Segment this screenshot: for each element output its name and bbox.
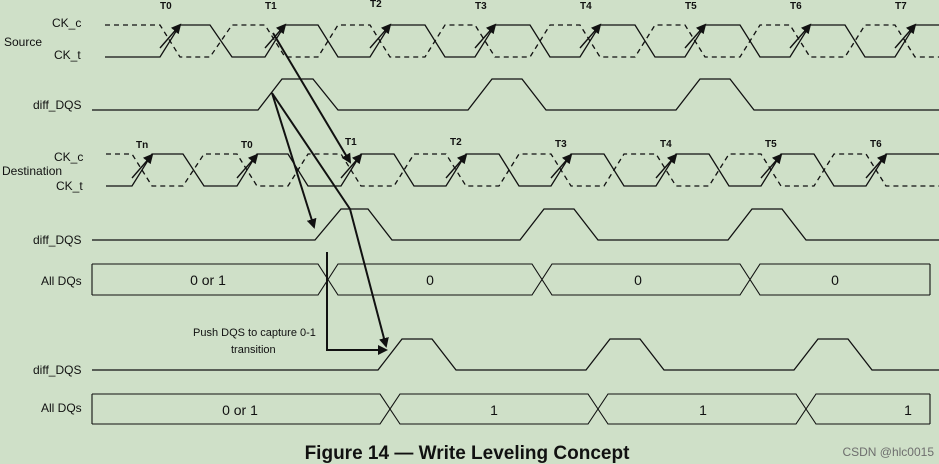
source-tick-t7: T7 <box>895 1 907 12</box>
destination-diff-dqs-waveform <box>92 208 939 241</box>
destination-tick-tn: Tn <box>136 140 148 151</box>
source-tick-t4: T4 <box>580 1 592 12</box>
destination-ck-t-label: CK_t <box>56 179 83 193</box>
arrow-source-dqs-to-destination-dqs <box>271 92 317 229</box>
destination-tick-t3: T3 <box>555 139 567 150</box>
source-ck-c-waveform <box>105 24 939 58</box>
source-tick-t5: T5 <box>685 1 697 12</box>
pushed-all-dqs-value-0: 0 or 1 <box>222 402 258 418</box>
pushed-all-dqs-value-3: 1 <box>904 402 912 418</box>
pushed-diff-dqs-group: Push DQS to capture 0-1 transition diff_… <box>33 327 939 377</box>
pushed-diff-dqs-label: diff_DQS <box>33 363 81 377</box>
source-ck-c-label: CK_c <box>52 16 81 30</box>
destination-all-dqs-value-1: 0 <box>426 272 434 288</box>
destination-all-dqs-group: All DQs 0 or 1 0 0 0 <box>41 263 931 296</box>
source-tick-t6: T6 <box>790 1 802 12</box>
destination-label: Destination <box>2 164 62 178</box>
pushed-all-dqs-value-1: 1 <box>490 402 498 418</box>
pushed-all-dqs-group: All DQs 0 or 1 1 1 1 <box>41 393 931 425</box>
watermark: CSDN @hlc0015 <box>842 445 934 459</box>
destination-ck-c-label: CK_c <box>54 150 83 164</box>
destination-all-dqs-value-3: 0 <box>831 272 839 288</box>
destination-diff-dqs-group: diff_DQS <box>33 208 939 247</box>
push-note-line2: transition <box>231 344 276 356</box>
source-tick-t0: T0 <box>160 1 172 12</box>
source-clock-group: CK_c Source CK_t T0 T1 T2 T3 T4 T5 T6 T7 <box>4 0 939 62</box>
figure-caption: Figure 14 — Write Leveling Concept <box>305 443 630 464</box>
pushed-all-dqs-bus <box>91 393 931 425</box>
source-ck-t-waveform <box>105 24 939 58</box>
pushed-all-dqs-label: All DQs <box>41 401 82 415</box>
source-tick-arrows <box>159 23 917 49</box>
source-diff-dqs-label: diff_DQS <box>33 98 81 112</box>
destination-tick-t4: T4 <box>660 139 672 150</box>
destination-ck-c-waveform <box>106 153 939 187</box>
arrow-source-dqs-to-pushed-dqs <box>271 92 389 348</box>
source-diff-dqs-group: diff_DQS <box>33 78 939 112</box>
destination-tick-t0: T0 <box>241 140 253 151</box>
source-diff-dqs-waveform <box>92 78 939 111</box>
destination-tick-t1: T1 <box>345 137 357 148</box>
source-tick-t2: T2 <box>370 0 382 10</box>
destination-all-dqs-value-0: 0 or 1 <box>190 272 226 288</box>
destination-all-dqs-label: All DQs <box>41 274 82 288</box>
propagation-arrows <box>271 32 389 355</box>
arrow-push-bracket <box>326 252 388 355</box>
pushed-diff-dqs-waveform <box>92 338 939 371</box>
source-label: Source <box>4 35 42 49</box>
destination-clock-group: CK_c Destination CK_t Tn T0 T1 T2 T3 T4 … <box>2 137 939 193</box>
destination-tick-arrows <box>131 153 888 179</box>
destination-all-dqs-bus <box>91 263 931 296</box>
destination-ck-t-waveform <box>106 153 939 187</box>
destination-tick-t2: T2 <box>450 137 462 148</box>
destination-tick-t5: T5 <box>765 139 777 150</box>
source-ck-t-label: CK_t <box>54 48 81 62</box>
pushed-all-dqs-value-2: 1 <box>699 402 707 418</box>
destination-diff-dqs-label: diff_DQS <box>33 233 81 247</box>
push-note-line1: Push DQS to capture 0-1 <box>193 327 316 339</box>
destination-tick-t6: T6 <box>870 139 882 150</box>
source-tick-t3: T3 <box>475 1 487 12</box>
destination-all-dqs-value-2: 0 <box>634 272 642 288</box>
source-tick-t1: T1 <box>265 1 277 12</box>
arrow-source-t1-to-destination-t1 <box>272 32 352 164</box>
